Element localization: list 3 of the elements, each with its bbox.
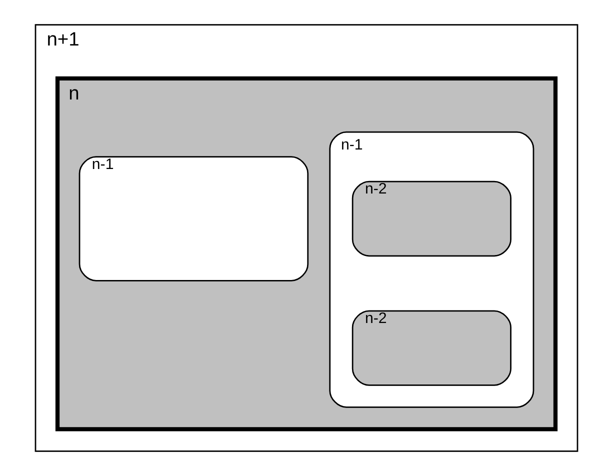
node-box: n-2 bbox=[351, 310, 511, 386]
node-box: n-1 bbox=[78, 156, 308, 282]
node-box: n-2 bbox=[351, 180, 511, 257]
